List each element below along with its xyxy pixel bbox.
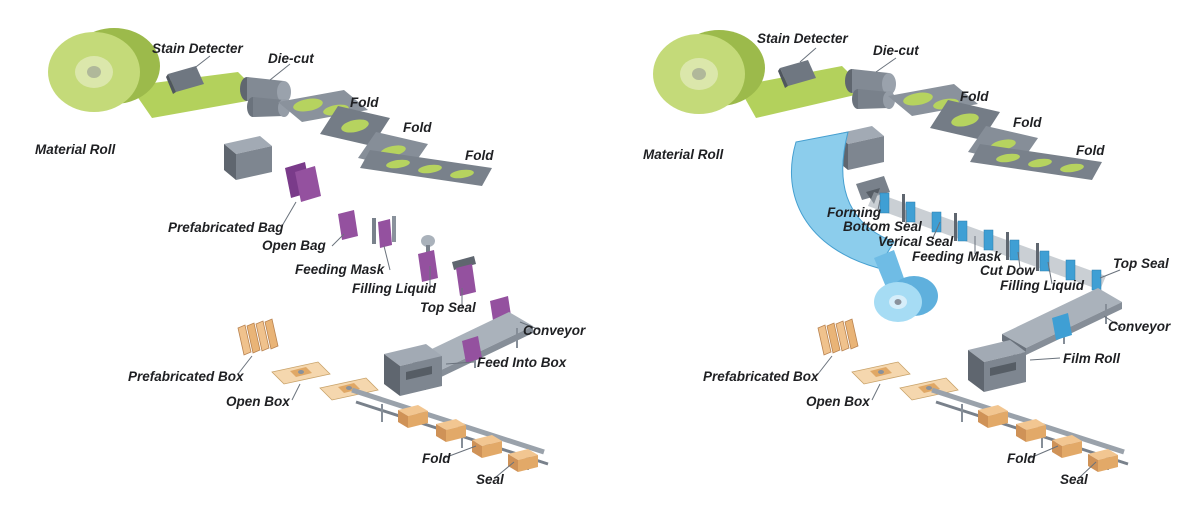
- label-filling-liquid: Filling Liquid: [352, 281, 436, 296]
- label-top-seal: Top Seal: [420, 300, 476, 315]
- pouch-on-conveyor: [1052, 313, 1072, 340]
- label-material-roll: Material Roll: [35, 142, 116, 157]
- label-die-cut: Die-cut: [873, 43, 919, 58]
- label-fold-2: Fold: [1013, 115, 1042, 130]
- label-fold-2: Fold: [403, 120, 432, 135]
- hopper-graphic: [224, 136, 272, 180]
- label-conveyor: Conveyor: [523, 323, 586, 338]
- open-box-tray-1: [271, 361, 331, 385]
- prefabricated-bag-graphic: [285, 162, 321, 202]
- label-prefabricated-box: Prefabricated Box: [703, 369, 819, 384]
- label-stain-detecter: Stain Detecter: [152, 41, 243, 56]
- prefabricated-box-stack: [237, 318, 279, 356]
- label-open-box: Open Box: [226, 394, 290, 409]
- film-roll-graphic: [874, 276, 938, 322]
- label-seal: Seal: [476, 472, 504, 487]
- label-filling-liquid: Filling Liquid: [1000, 278, 1084, 293]
- label-fold-1: Fold: [350, 95, 379, 110]
- label-stain-detecter: Stain Detecter: [757, 31, 848, 46]
- label-forming: Forming: [827, 205, 881, 220]
- label-prefabricated-bag: Prefabricated Bag: [168, 220, 284, 235]
- label-fold-1: Fold: [960, 89, 989, 104]
- top-seal-graphic: [452, 256, 476, 296]
- die-cut-rollers: [240, 77, 291, 117]
- label-fold-3: Fold: [1076, 143, 1105, 158]
- label-feeding-mask: Feeding Mask: [912, 249, 1002, 264]
- label-cut-dow: Cut Dow: [980, 263, 1035, 278]
- carton-box-3: [472, 435, 502, 458]
- label-feeding-mask: Feeding Mask: [295, 262, 385, 277]
- label-fold-4: Fold: [1007, 451, 1036, 466]
- open-box-tray-1: [851, 361, 911, 385]
- prefabricated-box-stack: [817, 318, 859, 356]
- label-fold-3: Fold: [465, 148, 494, 163]
- label-prefabricated-box: Prefabricated Box: [128, 369, 244, 384]
- label-die-cut: Die-cut: [268, 51, 314, 66]
- label-open-bag: Open Bag: [262, 238, 326, 253]
- pouch-row: [879, 192, 1102, 291]
- material-web: [738, 66, 868, 118]
- material-web: [130, 72, 264, 118]
- label-bottom-seal: Bottom Seal: [843, 219, 922, 234]
- filling-liquid-graphic: [418, 235, 438, 282]
- feeding-mask-graphic: [372, 216, 396, 248]
- feed-into-box-machine: [384, 344, 442, 396]
- label-film-roll: Film Roll: [1063, 351, 1120, 366]
- leader-lines-left: [191, 55, 541, 478]
- left-line-illustration: [48, 28, 548, 478]
- label-fold-4: Fold: [422, 451, 451, 466]
- label-feed-into-box: Feed Into Box: [477, 355, 567, 370]
- label-material-roll: Material Roll: [643, 147, 724, 162]
- label-seal: Seal: [1060, 472, 1088, 487]
- label-verical-seal: Verical Seal: [878, 234, 954, 249]
- die-cut-rollers: [845, 69, 896, 109]
- label-conveyor: Conveyor: [1108, 319, 1171, 334]
- label-open-box: Open Box: [806, 394, 870, 409]
- leader-lines-right: [799, 47, 1123, 478]
- open-bag-graphic: [338, 210, 358, 240]
- feed-into-box-machine: [968, 340, 1026, 392]
- bag-on-conveyor: [462, 336, 482, 363]
- fold-plates: [888, 84, 1102, 180]
- right-line-illustration: [653, 30, 1128, 478]
- label-top-seal: Top Seal: [1113, 256, 1169, 271]
